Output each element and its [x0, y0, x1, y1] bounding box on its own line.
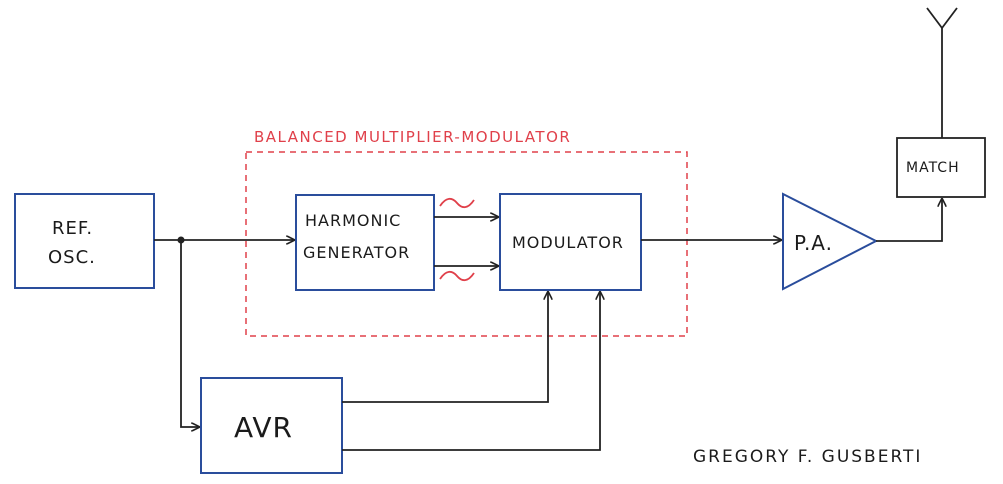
balanced-multiplier-modulator-group	[245, 151, 688, 337]
ref-osc-label-line1: REF.	[52, 218, 93, 239]
antenna-icon	[926, 7, 958, 138]
sine-wave-icon-upper	[439, 197, 475, 209]
harmonic-generator-label-line1: HARMONIC	[305, 211, 401, 230]
group-label: BALANCED MULTIPLIER-MODULATOR	[254, 128, 571, 146]
sine-wave-icon-lower	[439, 270, 475, 282]
wire-branch-to-avr	[180, 240, 199, 427]
avr-label: AVR	[234, 411, 293, 444]
match-label: MATCH	[906, 160, 960, 176]
author-signature: GREGORY F. GUSBERTI	[693, 447, 922, 467]
power-amplifier-label: P.A.	[794, 231, 833, 255]
wire-avr-to-modulator-right	[342, 292, 600, 451]
wire-pa-to-match	[876, 199, 942, 242]
harmonic-generator-label-line2: GENERATOR	[303, 243, 410, 262]
harmonic-generator-block	[295, 194, 435, 291]
match-block	[896, 137, 986, 198]
avr-block	[200, 377, 343, 474]
ref-osc-block	[14, 193, 155, 289]
modulator-block	[499, 193, 642, 291]
modulator-label: MODULATOR	[512, 233, 624, 252]
wire-avr-to-modulator-left	[342, 292, 548, 403]
ref-osc-label-line2: OSC.	[48, 247, 96, 268]
power-amplifier-triangle	[782, 192, 879, 291]
